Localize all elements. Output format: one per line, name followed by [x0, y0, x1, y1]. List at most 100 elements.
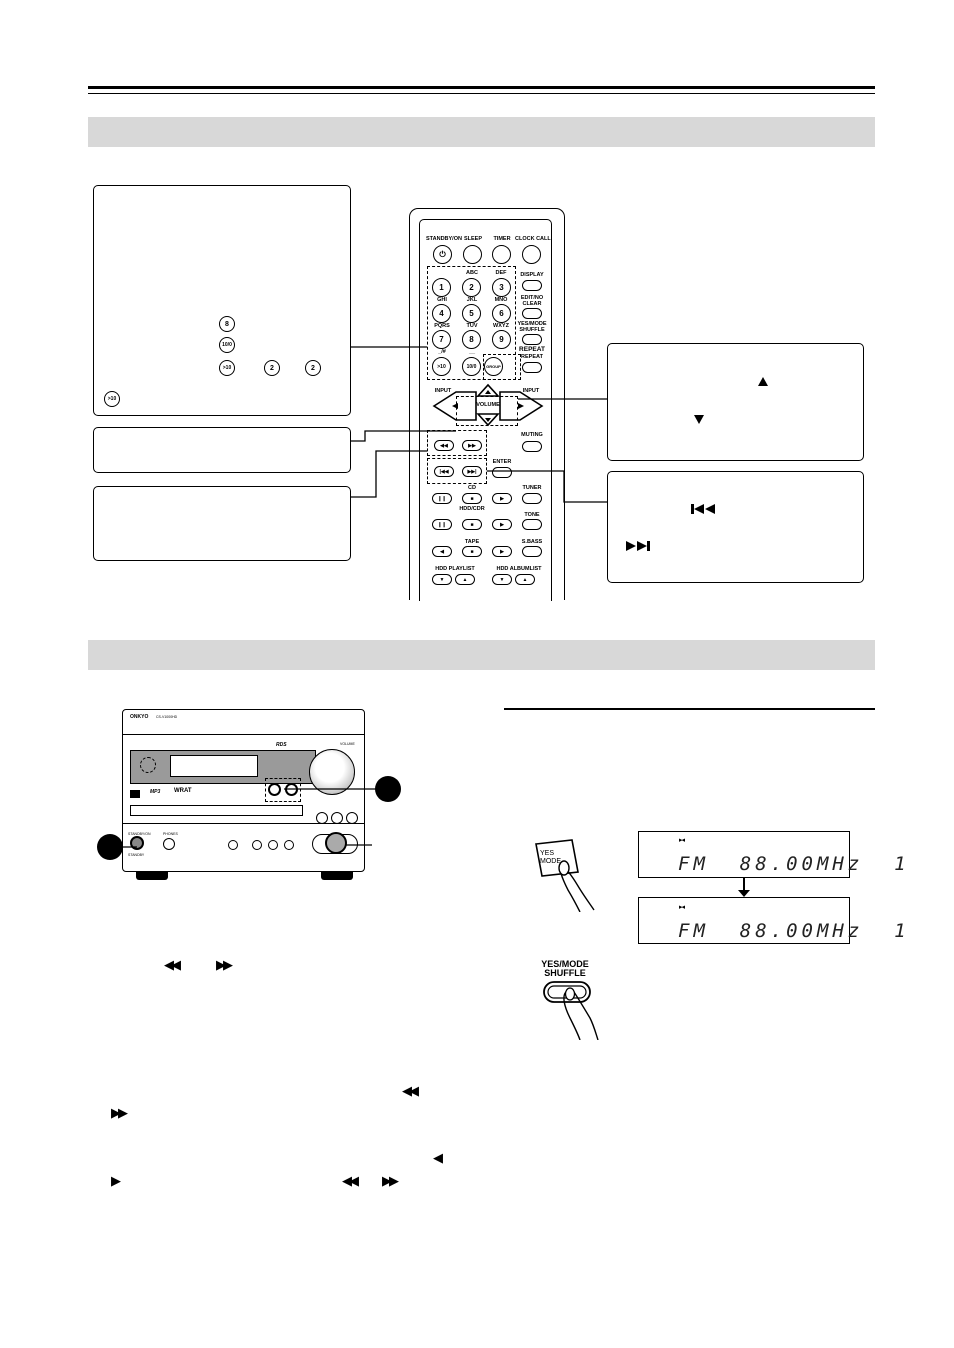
skip-area: [427, 458, 487, 484]
remote-control: [409, 208, 565, 601]
hdd-pause-button[interactable]: ❙❙: [432, 519, 452, 530]
digit-4-button[interactable]: 4: [432, 304, 451, 323]
tone-button[interactable]: [522, 519, 542, 530]
down-arrow-icon: [738, 878, 750, 897]
input-left-label: INPUT: [434, 388, 452, 394]
subsection-rule: [504, 708, 875, 710]
muting-button[interactable]: [522, 441, 542, 452]
sleep-button[interactable]: [463, 245, 482, 264]
digit-9-button[interactable]: 9: [492, 330, 511, 349]
group-button[interactable]: GROUP: [484, 357, 503, 376]
standby-unit-sub-label: STANDBY: [128, 853, 145, 857]
up-triangle-icon: [758, 377, 768, 386]
lcd-indicator-top: ▸◂: [679, 837, 685, 844]
digit-7-button[interactable]: 7: [432, 330, 451, 349]
unit-button-c[interactable]: [268, 840, 278, 850]
cd-tray[interactable]: [130, 805, 303, 816]
unit-foot-left: [136, 872, 168, 880]
cd-play-button[interactable]: ▶: [492, 493, 512, 504]
section-bar-remote: [88, 117, 875, 147]
digit-5-button[interactable]: 5: [462, 304, 481, 323]
playlist-up-button[interactable]: ▲: [455, 574, 475, 585]
example-button-gt10: >10: [219, 360, 235, 376]
unit-lcd: [170, 755, 258, 777]
enter-button[interactable]: [492, 467, 512, 478]
volume-input-cluster[interactable]: [430, 382, 546, 430]
repeat-label: REPEAT: [519, 346, 545, 353]
lcd-indicator-bottom: ▸◂: [679, 904, 685, 911]
phones-jack[interactable]: [163, 838, 175, 850]
standby-label: STANDBY/ON: [426, 236, 462, 242]
digit-8-button[interactable]: 8: [462, 330, 481, 349]
fast-forward-button[interactable]: ▶▶: [462, 440, 482, 451]
tape-stop-button[interactable]: ■: [462, 546, 482, 557]
hdd-play-button[interactable]: ▶: [492, 519, 512, 530]
digit-6-button[interactable]: 6: [492, 304, 511, 323]
display-button[interactable]: [522, 280, 542, 291]
brand-logo: ONKYO: [130, 714, 149, 720]
skip-right-info-box: [607, 471, 864, 583]
sleep-label: SLEEP: [463, 236, 483, 242]
cd-stop-button[interactable]: ■: [462, 493, 482, 504]
unit-jog-center[interactable]: [325, 832, 347, 854]
key-letters: PQRS: [434, 323, 450, 329]
hdd-playlist-label: HDD PLAYLIST: [435, 566, 475, 572]
unit-callout-lines: [112, 788, 378, 848]
standby-button[interactable]: ⏻: [433, 245, 452, 264]
callout-number-1: [97, 834, 123, 860]
key-letters: TUV: [466, 323, 478, 329]
digit-3-button[interactable]: 3: [492, 278, 511, 297]
unit-button-a[interactable]: [228, 840, 238, 850]
yes-mode-shuffle-remote-button[interactable]: [522, 334, 542, 345]
edit-no-clear-button[interactable]: [522, 308, 542, 319]
yes-mode-key-label: YES MODE: [540, 850, 561, 865]
clock-call-label: CLOCK CALL: [515, 236, 551, 242]
unit-button-b[interactable]: [252, 840, 262, 850]
hdd-stop-button[interactable]: ■: [462, 519, 482, 530]
example-button-gt10-bottom: >10: [104, 391, 120, 407]
unit-knob-3[interactable]: [346, 812, 358, 824]
albumlist-up-button[interactable]: ▲: [515, 574, 535, 585]
unit-preset-down-button[interactable]: [268, 783, 281, 796]
skip-forward-button[interactable]: ▶▶|: [462, 466, 482, 477]
header-rule: [88, 86, 875, 89]
sbass-button[interactable]: [522, 546, 542, 557]
skip-back-button[interactable]: |◀◀: [434, 466, 454, 477]
enter-label: ENTER: [492, 459, 512, 465]
volume-knob[interactable]: [309, 749, 355, 795]
rewind-button[interactable]: ◀◀: [434, 440, 454, 451]
key-letters: MNO: [494, 297, 508, 303]
key-letters: JKL: [466, 297, 478, 303]
fast-forward-icon: ▶▶: [111, 1105, 128, 1120]
clock-call-button[interactable]: [522, 245, 541, 264]
tuner-button[interactable]: [522, 493, 542, 504]
unit-button-d[interactable]: [284, 840, 294, 850]
unit-divider-2: [122, 823, 365, 824]
albumlist-down-button[interactable]: ▼: [492, 574, 512, 585]
timer-button[interactable]: [492, 245, 511, 264]
digit-2-button[interactable]: 2: [462, 278, 481, 297]
playlist-down-button[interactable]: ▼: [432, 574, 452, 585]
repeat-sub-label: REPEAT: [521, 354, 543, 360]
tape-rev-button[interactable]: ◀: [432, 546, 452, 557]
rds-label: RDS: [276, 742, 287, 748]
ten-zero-button[interactable]: 10/0: [462, 357, 481, 376]
unit-knob-1[interactable]: [316, 812, 328, 824]
gt10-button[interactable]: >10: [432, 357, 451, 376]
lcd-frequency-top: FM 88.00MHz 1: [678, 853, 910, 875]
digit-1-button[interactable]: 1: [432, 278, 451, 297]
skip-forward-icon: [626, 541, 650, 551]
cd-pause-button[interactable]: ❙❙: [432, 493, 452, 504]
repeat-button[interactable]: [522, 362, 542, 373]
yes-mode-shuffle-label: YES/MODE SHUFFLE: [517, 321, 547, 333]
unit-foot-right: [321, 872, 353, 880]
tape-fwd-button[interactable]: ▶: [492, 546, 512, 557]
unit-knob-2[interactable]: [331, 812, 343, 824]
volume-area: [456, 396, 518, 426]
tape-label: TAPE: [464, 539, 480, 545]
search-info-box: [93, 427, 351, 473]
tone-label: TONE: [524, 512, 540, 518]
input-info-box: [607, 343, 864, 461]
input-right-label: INPUT: [522, 388, 540, 394]
power-icon: ⏻: [439, 249, 446, 259]
